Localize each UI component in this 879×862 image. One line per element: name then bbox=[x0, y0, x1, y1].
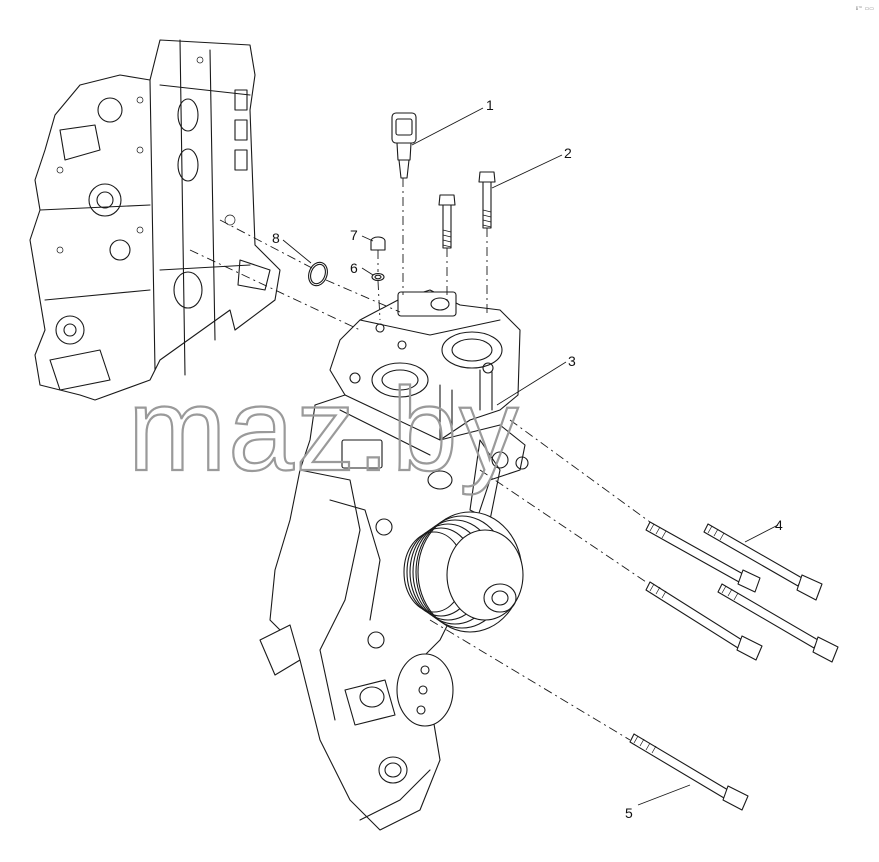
long-bolt-part-4c bbox=[645, 581, 763, 661]
callout-8: 8 bbox=[272, 230, 280, 246]
callout-6: 6 bbox=[350, 260, 358, 276]
long-bolt-part-5 bbox=[629, 733, 749, 811]
corner-mark: ℹ™ ▭▭ bbox=[855, 6, 874, 12]
leader-lines bbox=[282, 107, 779, 806]
watermark-text: maz.by bbox=[128, 364, 520, 496]
callout-3: 3 bbox=[568, 353, 576, 369]
o-ring-part bbox=[308, 261, 328, 287]
washer-part bbox=[371, 272, 385, 282]
callout-1: 1 bbox=[486, 97, 494, 113]
sensor-part bbox=[391, 112, 417, 179]
bolt-part-2a bbox=[438, 194, 456, 249]
long-bolt-part-4d bbox=[717, 583, 839, 663]
assembly-lines bbox=[189, 178, 651, 741]
plug-part bbox=[370, 236, 386, 251]
callout-7: 7 bbox=[350, 227, 358, 243]
long-bolt-part-4b bbox=[703, 523, 823, 601]
bolt-part-2b bbox=[478, 171, 496, 229]
water-pump-housing-part bbox=[259, 289, 529, 831]
engine-block-part bbox=[29, 39, 281, 401]
callout-2: 2 bbox=[564, 145, 572, 161]
callout-4: 4 bbox=[775, 517, 783, 533]
long-bolt-part-4a bbox=[645, 521, 761, 593]
callout-5: 5 bbox=[625, 805, 633, 821]
